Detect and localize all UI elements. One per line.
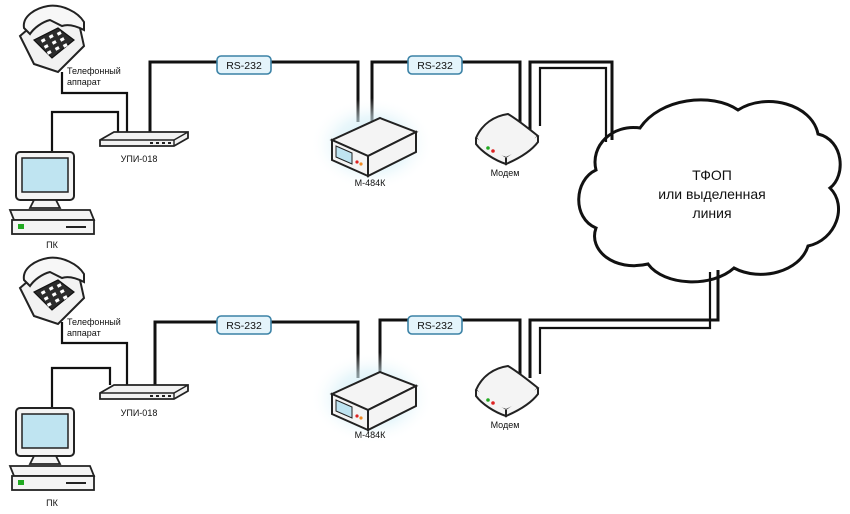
telephone-icon xyxy=(19,4,85,74)
svg-text:RS-232: RS-232 xyxy=(417,60,453,72)
cloud-label-line-1: ТФОП xyxy=(692,167,732,183)
phone-label-line-1: Телефонный xyxy=(67,317,121,327)
telephone-icon xyxy=(19,256,85,325)
svg-text:RS-232: RS-232 xyxy=(226,60,262,72)
rs232-tag: RS-232 xyxy=(407,55,463,75)
rs232-tag: RS-232 xyxy=(407,315,463,335)
pc-label: ПК xyxy=(46,498,58,508)
modem-label: Модем xyxy=(491,420,520,430)
converter-device-icon xyxy=(99,131,189,147)
modem-label: Модем xyxy=(491,168,520,178)
svg-text:RS-232: RS-232 xyxy=(226,320,262,332)
multiplexer-device-icon xyxy=(309,97,435,191)
mux-label: М-484К xyxy=(355,430,387,440)
pstn-cloud: ТФОП или выделенная линия xyxy=(577,98,842,284)
rs232-tag: RS-232 xyxy=(216,55,272,75)
converter-device-icon xyxy=(99,384,189,400)
computer-icon xyxy=(9,151,95,235)
upi-label: УПИ-018 xyxy=(121,154,158,164)
cloud-label-line-3: линия xyxy=(692,205,731,221)
pc-label: ПК xyxy=(46,240,58,250)
mux-label: М-484К xyxy=(355,178,387,188)
upi-label: УПИ-018 xyxy=(121,408,158,418)
phone-label-line-2: аппарат xyxy=(67,77,101,87)
phone-label-line-1: Телефонный xyxy=(67,66,121,76)
svg-text:RS-232: RS-232 xyxy=(417,320,453,332)
computer-icon xyxy=(9,407,95,491)
cloud-label-line-2: или выделенная xyxy=(658,186,765,202)
rs232-tag: RS-232 xyxy=(216,315,272,335)
phone-label-line-2: аппарат xyxy=(67,328,101,338)
